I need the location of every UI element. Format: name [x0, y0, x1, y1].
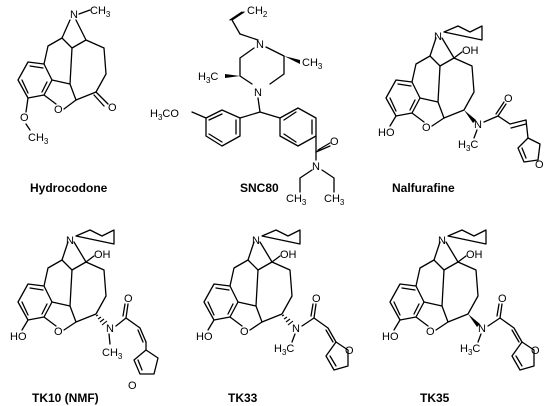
caption-tk35: TK35: [420, 391, 450, 405]
atom-ch2: CH2: [247, 5, 268, 19]
atom-ch3-a: CH3: [286, 193, 307, 207]
atom-n-amide: N: [106, 323, 114, 335]
atom-n-amide: N: [292, 323, 300, 335]
atom-ch3-b: CH3: [324, 193, 345, 207]
atom-o-furan: O: [535, 159, 544, 171]
benzamide-ring: [279, 107, 317, 147]
atom-o-bridge: O: [426, 326, 435, 338]
atom-o-amide: O: [504, 93, 513, 105]
atom-n: N: [434, 31, 442, 43]
atom-ch3-right: CH3: [302, 57, 323, 71]
atom-n-amide: N: [312, 161, 320, 173]
atom-o-amide: O: [124, 293, 133, 305]
atom-oh-top: OH: [466, 249, 483, 261]
compound-nalfurafine: N OH HO O N H3C O O Nalfurafine: [378, 25, 544, 195]
atom-n: N: [252, 235, 260, 247]
compound-tk33: N OH HO O N H3C O O TK33: [196, 229, 354, 405]
atom-o-amide: O: [498, 293, 507, 305]
compound-snc80: CH2 N N CH3 H3C H3CO O N CH3 CH3 SNC80: [150, 5, 345, 207]
atom-o-amide: O: [330, 136, 339, 148]
atom-n-piperazine-top: N: [256, 39, 264, 51]
furan-ring: [511, 341, 535, 371]
atom-ho: HO: [382, 331, 399, 343]
atom-ho: HO: [378, 127, 395, 139]
atom-o-bridge: O: [54, 104, 63, 116]
atom-n: N: [70, 9, 78, 21]
atom-o-furan: O: [128, 380, 137, 392]
atom-ch3-n: CH3: [90, 5, 111, 19]
compound-tk35: N OH HO O N H3C O O TK35: [382, 229, 540, 405]
compound-hydrocodone: O CH3 O N CH3 O Hydrocodone: [17, 5, 117, 195]
atom-o-methoxy: O: [20, 112, 29, 124]
atom-h3c: H3C: [460, 343, 480, 357]
atom-o-bridge: O: [54, 326, 63, 338]
atom-ho: HO: [10, 331, 27, 343]
furan-ring: [517, 137, 541, 163]
atom-o-furan: O: [531, 345, 540, 357]
furan-ring: [325, 341, 349, 371]
atom-ch3-methoxy: CH3: [28, 132, 49, 146]
atom-ch3: CH3: [102, 347, 123, 361]
atom-n: N: [66, 235, 74, 247]
atom-h3co: H3CO: [150, 108, 179, 122]
atom-n: N: [438, 235, 446, 247]
atom-ho: HO: [196, 331, 213, 343]
atom-h3c: H3C: [458, 139, 478, 153]
atom-h3c-left: H3C: [198, 71, 218, 85]
atom-n-amide: N: [478, 323, 486, 335]
atom-o-amide: O: [312, 293, 321, 305]
caption-tk10: TK10 (NMF): [32, 391, 99, 405]
atom-o-keto: O: [108, 102, 117, 114]
methoxyphenyl-ring: [205, 109, 241, 147]
atom-o-furan: O: [345, 345, 354, 357]
atom-o-bridge: O: [422, 122, 431, 134]
atom-oh-top: OH: [280, 249, 297, 261]
atom-oh-top: OH: [462, 45, 479, 57]
furan-ring: [133, 349, 159, 375]
atom-n-piperazine-bottom: N: [254, 87, 262, 99]
compound-tk10: N OH HO O N CH3 O O TK10 (NMF): [10, 229, 159, 405]
atom-o-bridge: O: [240, 326, 249, 338]
caption-nalfurafine: Nalfurafine: [392, 181, 455, 195]
caption-snc80: SNC80: [240, 181, 279, 195]
atom-oh-top: OH: [94, 249, 111, 261]
caption-hydrocodone: Hydrocodone: [30, 181, 108, 195]
caption-tk33: TK33: [228, 391, 258, 405]
atom-h3c: H3C: [274, 343, 294, 357]
atom-n-amide: N: [474, 119, 482, 131]
